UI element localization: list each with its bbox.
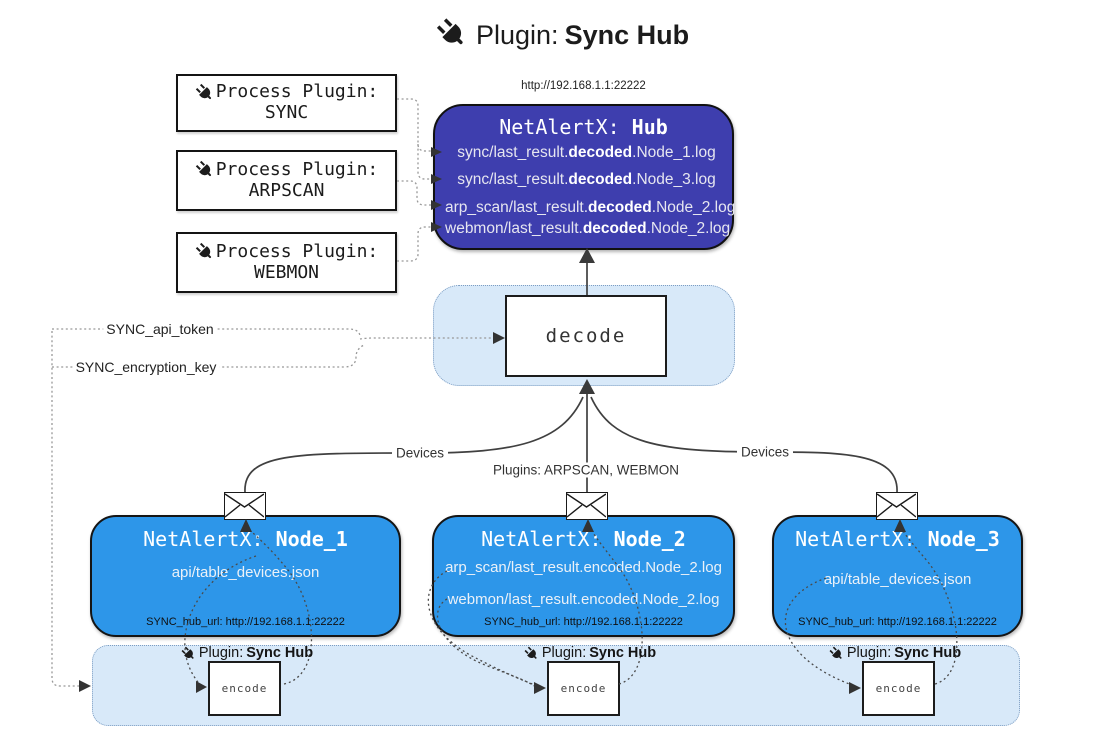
page-title: Plugin: Sync Hub: [436, 16, 690, 55]
netalertx-node-2-box: NetAlertX: Node_2 arp_scan/last_result.e…: [432, 515, 735, 637]
process-plugin-name: SYNC: [264, 102, 309, 123]
node-file: webmon/last_result.encoded.Node_2.log: [447, 591, 720, 608]
netalertx-node-3-box: NetAlertX: Node_3 api/table_devices.json…: [772, 515, 1023, 637]
node-hub-url: SYNC_hub_url: http://192.168.1.1:22222: [146, 616, 345, 628]
process-plugin-label: Process Plugin:: [215, 240, 379, 262]
hub-log-row: webmon/last_result.decoded.Node_2.log: [445, 220, 731, 237]
node-file: api/table_devices.json: [823, 571, 972, 588]
plug-icon: [829, 646, 844, 661]
page-title-prefix: Plugin:: [476, 20, 559, 50]
node-hub-url: SYNC_hub_url: http://192.168.1.1:22222: [484, 616, 683, 628]
envelope-icon: [876, 492, 918, 520]
envelope-icon: [224, 492, 266, 520]
plug-icon: [195, 160, 214, 179]
netalertx-node-1-box: NetAlertX: Node_1 api/table_devices.json…: [90, 515, 401, 637]
process-plugin-label: Process Plugin:: [215, 158, 379, 180]
decode-box: decode: [505, 295, 667, 377]
hub-title-name: Hub: [631, 115, 668, 139]
process-plugin-arpscan: Process Plugin: ARPSCAN: [176, 150, 397, 211]
process-plugin-sync: Process Plugin: SYNC: [176, 74, 397, 132]
hub-log-row: sync/last_result.decoded.Node_1.log: [457, 144, 716, 161]
encode-box: encode: [862, 661, 935, 716]
node-file: api/table_devices.json: [171, 564, 320, 581]
encode-box: encode: [547, 661, 620, 716]
plug-icon: [429, 10, 479, 60]
band-plugin-label: Plugin: Sync Hub: [524, 645, 656, 661]
node-title: NetAlertX: Node_2: [481, 527, 686, 551]
page-title-name: Sync Hub: [564, 20, 690, 50]
node-hub-url: SYNC_hub_url: http://192.168.1.1:22222: [798, 616, 997, 628]
node-file: arp_scan/last_result.encoded.Node_2.log: [445, 559, 722, 576]
encode-box: encode: [208, 661, 281, 716]
sync-api-token-label: SYNC_api_token: [103, 321, 217, 337]
netalertx-hub-box: NetAlertX: Hub sync/last_result.decoded.…: [433, 104, 736, 250]
edge-label-plugins-center: Plugins: ARPSCAN, WEBMON: [488, 462, 684, 478]
edge-label-devices-right: Devices: [736, 444, 794, 460]
band-plugin-label: Plugin: Sync Hub: [181, 645, 313, 661]
plug-icon: [181, 646, 196, 661]
plug-icon: [524, 646, 539, 661]
plug-icon: [195, 83, 214, 102]
hub-title-prefix: NetAlertX:: [499, 115, 632, 139]
hub-url-label: http://192.168.1.1:22222: [521, 80, 646, 92]
process-plugin-label: Process Plugin:: [215, 81, 379, 102]
hub-title: NetAlertX: Hub: [435, 115, 732, 139]
process-plugin-name: ARPSCAN: [248, 179, 325, 201]
band-plugin-label: Plugin: Sync Hub: [829, 645, 961, 661]
edge-label-devices-left: Devices: [391, 445, 449, 461]
node-title: NetAlertX: Node_1: [143, 527, 348, 551]
process-plugin-webmon: Process Plugin: WEBMON: [176, 232, 397, 293]
envelope-icon: [566, 492, 608, 520]
hub-log-row: sync/last_result.decoded.Node_3.log: [457, 171, 716, 188]
node-title: NetAlertX: Node_3: [795, 527, 1000, 551]
process-plugin-name: WEBMON: [253, 261, 320, 283]
hub-log-row: arp_scan/last_result.decoded.Node_2.log: [445, 199, 736, 216]
plug-icon: [195, 242, 214, 261]
sync-encryption-key-label: SYNC_encryption_key: [72, 359, 220, 375]
